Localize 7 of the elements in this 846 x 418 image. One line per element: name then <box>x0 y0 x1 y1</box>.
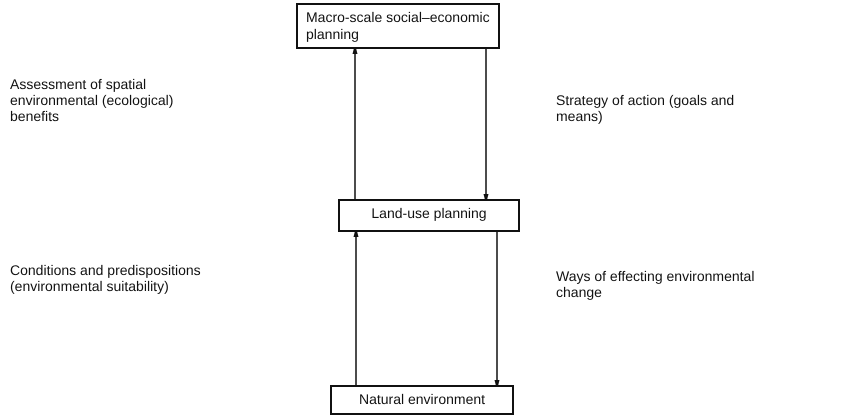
process-box: Natural environment <box>330 385 514 415</box>
process-box: Macro-scale social–economic planning <box>296 3 500 49</box>
process-box: Land-use planning <box>338 199 520 232</box>
annotation-text: Assessment of spatial environmental (ecological) benefits <box>10 76 174 124</box>
annotation-text: Strategy of action (goals and means) <box>556 92 736 124</box>
annotation-text: Conditions and predispositions (environmental suitability) <box>10 262 202 294</box>
annotation-text: Ways of effecting environmental change <box>556 268 756 300</box>
